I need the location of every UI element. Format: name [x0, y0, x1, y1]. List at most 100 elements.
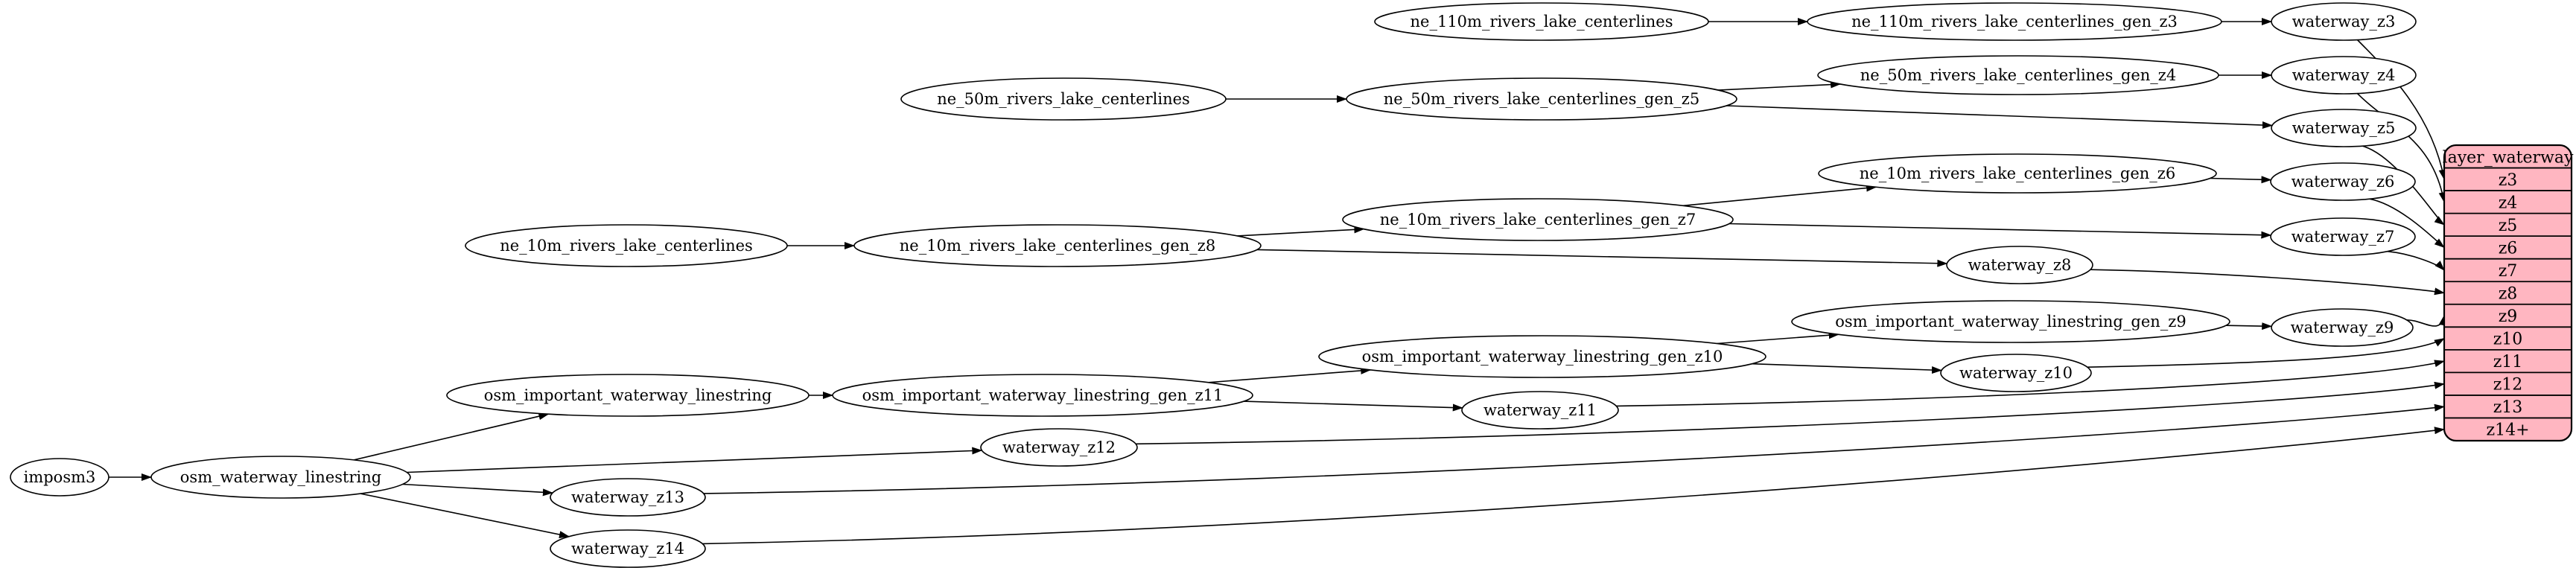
table-row-z12: z12 [2493, 376, 2523, 395]
node-ne_110m_rivers_lake_centerlines-label: ne_110m_rivers_lake_centerlines [1411, 13, 1673, 31]
edge-waterway_z9-to-layer-z9 [2406, 315, 2446, 327]
node-waterway_z5-label: waterway_z5 [2292, 119, 2396, 137]
node-ne_50m_rivers_lake_centerlines_gen_z5: ne_50m_rivers_lake_centerlines_gen_z5 [1346, 77, 1737, 121]
node-imposm3: imposm3 [10, 458, 109, 497]
node-waterway_z7-ellipse [2270, 217, 2416, 256]
node-waterway_z6: waterway_z6 [2270, 162, 2416, 201]
edge-ne_10m_rivers_lake_centerlines_gen_z8-to-ne_10m_rivers_lake_centerlines_gen_z7 [1237, 226, 1365, 237]
edge-osm_important_waterway_linestring_gen_z9-to-waterway_z9 [2225, 322, 2273, 331]
table-row-z4: z4 [2499, 194, 2518, 212]
node-waterway_z9: waterway_z9 [2271, 308, 2414, 347]
node-ne_50m_rivers_lake_centerlines_gen_z4-label: ne_50m_rivers_lake_centerlines_gen_z4 [1860, 66, 2176, 84]
edge-waterway_z7-to-layer-z7 [2387, 250, 2445, 271]
node-waterway_z9-ellipse [2271, 308, 2414, 347]
edge-waterway_z14-to-layer-z14+ [702, 427, 2445, 545]
node-osm_important_waterway_linestring_gen_z11: osm_important_waterway_linestring_gen_z1… [832, 374, 1253, 417]
node-waterway_z4-label: waterway_z4 [2292, 66, 2396, 84]
node-waterway_z6-ellipse [2270, 162, 2416, 201]
node-waterway_z12-ellipse [980, 428, 1138, 467]
edge-osm_waterway_linestring-to-waterway_z12 [407, 447, 983, 473]
node-ne_10m_rivers_lake_centerlines-ellipse [465, 224, 788, 267]
node-waterway_z11-label: waterway_z11 [1483, 401, 1597, 419]
node-waterway_z7-label: waterway_z7 [2292, 228, 2395, 246]
node-osm_important_waterway_linestring_gen_z10: osm_important_waterway_linestring_gen_z1… [1318, 335, 1766, 378]
node-imposm3-ellipse [10, 458, 109, 497]
edge-osm_waterway_linestring-to-osm_important_waterway_linestring [353, 412, 550, 461]
node-waterway_z10-ellipse [1940, 354, 2092, 392]
node-waterway_z12: waterway_z12 [980, 428, 1138, 467]
node-ne_10m_rivers_lake_centerlines_gen_z7-ellipse [1342, 198, 1734, 241]
node-ne_10m_rivers_lake_centerlines: ne_10m_rivers_lake_centerlines [465, 224, 788, 267]
node-waterway_z14-label: waterway_z14 [571, 540, 684, 558]
node-waterway_z13-label: waterway_z13 [571, 488, 684, 506]
node-ne_50m_rivers_lake_centerlines_gen_z4: ne_50m_rivers_lake_centerlines_gen_z4 [1817, 55, 2219, 95]
node-waterway_z7: waterway_z7 [2270, 217, 2416, 256]
node-waterway_z8: waterway_z8 [1946, 246, 2093, 284]
table-row-z10: z10 [2493, 331, 2523, 349]
node-osm_important_waterway_linestring_gen_z9: osm_important_waterway_linestring_gen_z9 [1791, 300, 2230, 343]
edge-ne_10m_rivers_lake_centerlines_gen_z6-to-waterway_z6 [2210, 176, 2272, 184]
node-waterway_z11: waterway_z11 [1461, 391, 1619, 430]
table-row-z13: z13 [2493, 398, 2523, 417]
node-osm_important_waterway_linestring: osm_important_waterway_linestring [446, 374, 810, 417]
edge-waterway_z13-to-layer-z13 [703, 403, 2445, 494]
node-ne_110m_rivers_lake_centerlines_gen_z3: ne_110m_rivers_lake_centerlines_gen_z3 [1807, 2, 2222, 41]
node-ne_10m_rivers_lake_centerlines-label: ne_10m_rivers_lake_centerlines [500, 237, 753, 255]
edges-layer [109, 18, 2446, 545]
edge-ne_10m_rivers_lake_centerlines_gen_z7-to-waterway_z7 [1729, 223, 2272, 239]
node-ne_50m_rivers_lake_centerlines_gen_z4-ellipse [1817, 55, 2219, 95]
edge-osm_important_waterway_linestring_gen_z10-to-waterway_z10 [1752, 363, 1942, 374]
edge-ne_50m_rivers_lake_centerlines_gen_z5-to-ne_50m_rivers_lake_centerlines_gen_z4 [1718, 80, 1842, 91]
node-waterway_z13: waterway_z13 [550, 478, 706, 517]
layer-waterway-table-body [2443, 144, 2573, 442]
node-waterway_z9-label: waterway_z9 [2291, 319, 2394, 336]
node-ne_50m_rivers_lake_centerlines_gen_z5-label: ne_50m_rivers_lake_centerlines_gen_z5 [1384, 90, 1699, 108]
node-ne_10m_rivers_lake_centerlines_gen_z8: ne_10m_rivers_lake_centerlines_gen_z8 [853, 224, 1262, 267]
node-ne_10m_rivers_lake_centerlines_gen_z7: ne_10m_rivers_lake_centerlines_gen_z7 [1342, 198, 1734, 241]
edge-waterway_z6-to-layer-z6 [2369, 198, 2445, 249]
node-waterway_z8-ellipse [1946, 246, 2093, 284]
layer-waterway-title: layer_waterway [2443, 148, 2574, 167]
edge-ne_10m_rivers_lake_centerlines_gen_z8-to-waterway_z8 [1256, 249, 1948, 267]
node-ne_50m_rivers_lake_centerlines: ne_50m_rivers_lake_centerlines [900, 77, 1227, 121]
node-osm_important_waterway_linestring_gen_z9-ellipse [1791, 300, 2230, 343]
node-waterway_z10: waterway_z10 [1940, 354, 2092, 392]
node-waterway_z4-ellipse [2271, 56, 2417, 95]
edge-waterway_z8-to-layer-z8 [2090, 269, 2445, 296]
table-row-z14+: z14+ [2486, 421, 2529, 440]
node-osm_important_waterway_linestring_gen_z9-label: osm_important_waterway_linestring_gen_z9 [1835, 313, 2186, 331]
node-ne_10m_rivers_lake_centerlines_gen_z8-label: ne_10m_rivers_lake_centerlines_gen_z8 [900, 237, 1215, 255]
node-waterway_z6-label: waterway_z6 [2292, 173, 2395, 191]
layer-waterway-table: layer_waterwayz3z4z5z6z7z8z9z10z11z12z13… [2443, 144, 2574, 442]
node-waterway_z11-ellipse [1461, 391, 1619, 430]
node-osm_important_waterway_linestring_gen_z10-ellipse [1318, 335, 1766, 378]
node-osm_important_waterway_linestring_gen_z11-ellipse [832, 374, 1253, 417]
table-row-z8: z8 [2499, 285, 2518, 304]
node-waterway_z5: waterway_z5 [2271, 109, 2417, 147]
node-osm_important_waterway_linestring-ellipse [446, 374, 810, 417]
edge-osm_important_waterway_linestring_gen_z11-to-osm_important_waterway_linestring_gen_z10 [1208, 366, 1372, 383]
node-osm_waterway_linestring: osm_waterway_linestring [150, 456, 411, 499]
node-waterway_z3-label: waterway_z3 [2292, 13, 2396, 31]
node-ne_10m_rivers_lake_centerlines_gen_z6: ne_10m_rivers_lake_centerlines_gen_z6 [1818, 153, 2217, 194]
edge-waterway_z10-to-layer-z10 [2087, 337, 2445, 368]
node-ne_10m_rivers_lake_centerlines_gen_z6-ellipse [1818, 153, 2217, 194]
node-ne_110m_rivers_lake_centerlines_gen_z3-ellipse [1807, 2, 2222, 41]
edge-waterway_z3-to-layer-z3 [2356, 39, 2446, 180]
node-waterway_z13-ellipse [550, 478, 706, 517]
edge-osm_waterway_linestring-to-waterway_z14 [360, 493, 570, 538]
node-osm_waterway_linestring-ellipse [150, 456, 411, 499]
node-ne_110m_rivers_lake_centerlines: ne_110m_rivers_lake_centerlines [1374, 2, 1709, 41]
table-row-z7: z7 [2499, 262, 2518, 281]
node-waterway_z5-ellipse [2271, 109, 2417, 147]
node-waterway_z12-label: waterway_z12 [1002, 438, 1116, 456]
nodes-layer: imposm3 osm_waterway_linestring osm_import… [10, 2, 2417, 568]
node-ne_10m_rivers_lake_centerlines_gen_z7-label: ne_10m_rivers_lake_centerlines_gen_z7 [1380, 211, 1696, 229]
node-ne_50m_rivers_lake_centerlines-ellipse [900, 77, 1227, 121]
edge-waterway_z11-to-layer-z11 [1616, 360, 2445, 407]
node-waterway_z3: waterway_z3 [2271, 2, 2417, 41]
edge-waterway_z12-to-layer-z12 [1136, 381, 2445, 445]
table-row-z11: z11 [2493, 353, 2523, 371]
node-osm_important_waterway_linestring-label: osm_important_waterway_linestring [484, 386, 772, 404]
